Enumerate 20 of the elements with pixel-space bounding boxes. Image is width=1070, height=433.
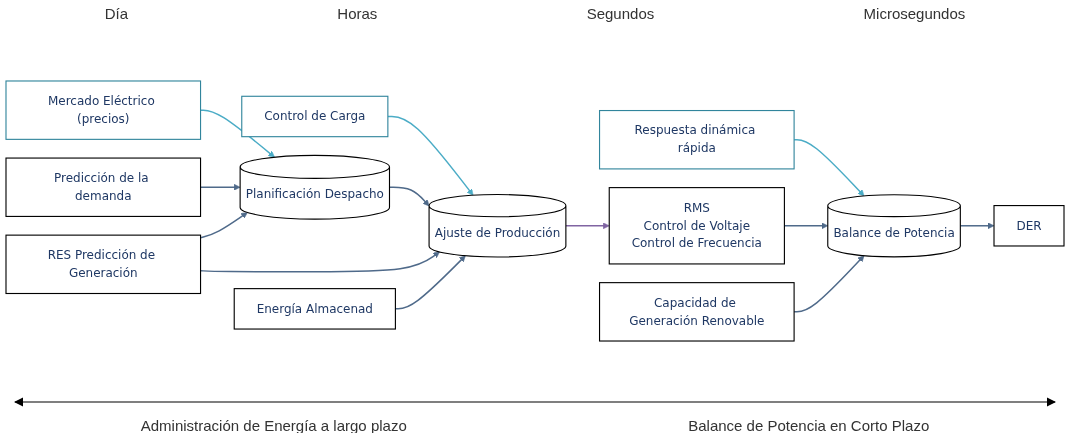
arrow — [388, 186, 430, 206]
range-label: Balance de Potencia en Corto Plazo — [688, 416, 930, 433]
node-box: RES Predicción de Generación — [5, 234, 202, 294]
node-box: Predicción de la demanda — [5, 157, 202, 217]
arrow — [959, 222, 995, 229]
node-box: Control de Carga — [241, 95, 389, 137]
node-box: RMS Control de Voltaje Control de Frecuencia — [608, 186, 785, 264]
node-box: Mercado Eléctrico (precios) — [5, 79, 202, 140]
timescale-label: Horas — [337, 4, 378, 22]
node-box: Energía Almacenad — [233, 287, 396, 330]
arrow — [199, 211, 248, 239]
node-box: Respuesta dinámica rápida — [599, 109, 795, 169]
arrow — [565, 222, 610, 229]
timescale-label: Día — [104, 4, 128, 22]
arrow — [387, 115, 474, 196]
timescale-label: Microsegundos — [863, 4, 966, 22]
node-box: Capacidad de Generación Renovable — [599, 281, 795, 342]
range-label: Administración de Energía a largo plazo — [140, 416, 407, 433]
node-box: DER — [993, 204, 1065, 247]
timescale-label: Segundos — [586, 4, 655, 22]
